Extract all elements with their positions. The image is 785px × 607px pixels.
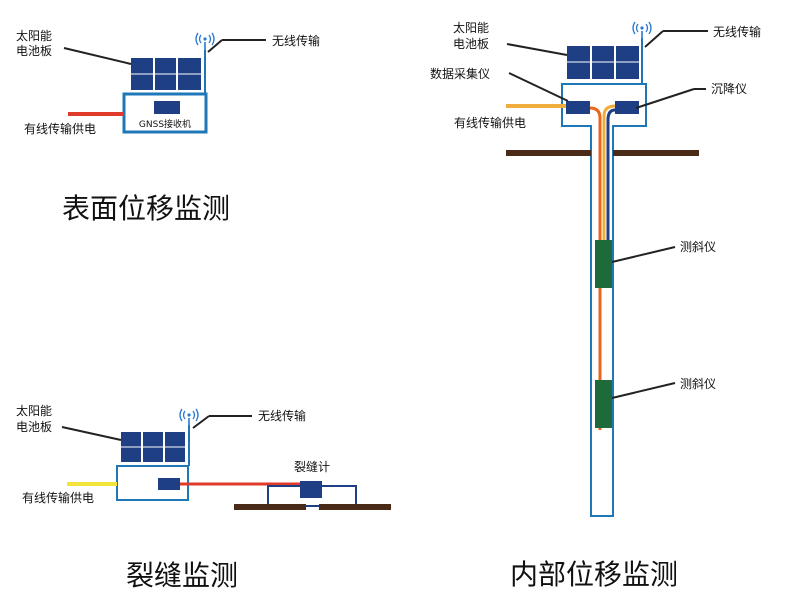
gnss-receiver-label: GNSS接收机 <box>139 118 191 130</box>
crack-monitoring: 裂缝计 太阳能 电池板 无线传输 有线传输供电 裂缝监测 <box>16 403 391 592</box>
inclinometer-label-2: 测斜仪 <box>680 377 716 391</box>
internal-wired-label: 有线传输供电 <box>454 115 526 130</box>
crack-antenna-icon <box>179 408 199 427</box>
surface-antenna-icon <box>195 32 215 51</box>
crack-solar-label-line1: 太阳能 <box>16 403 52 418</box>
navy-cable <box>606 108 616 280</box>
collector-label: 数据采集仪 <box>430 66 490 81</box>
surface-monitoring: GNSS接收机 太阳能 电池板 无线传输 有线传输供电 表面位移监测 <box>16 28 320 225</box>
internal-solar-label-line2: 电池板 <box>453 37 489 51</box>
crack-meter <box>300 481 322 498</box>
surface-wired-label: 有线传输供电 <box>24 121 96 136</box>
crack-wireless-label: 无线传输 <box>258 408 306 423</box>
data-collector <box>566 101 590 114</box>
settlement-gauge <box>615 101 639 114</box>
orange-cable <box>589 106 602 430</box>
crack-meter-label: 裂缝计 <box>294 459 330 474</box>
borehole-outline <box>561 83 647 517</box>
yellow-cable <box>602 104 616 240</box>
internal-solar-label-line1: 太阳能 <box>453 20 489 35</box>
internal-title: 内部位移监测 <box>510 558 678 591</box>
surface-solar-label-line1: 太阳能 <box>16 28 52 43</box>
inclinometer-2 <box>595 380 612 428</box>
inclinometer-1 <box>595 240 612 288</box>
surface-solar-label-line2: 电池板 <box>16 44 52 58</box>
inclinometer-label-1: 测斜仪 <box>680 240 716 254</box>
settlement-label: 沉降仪 <box>711 82 747 96</box>
internal-wireless-label: 无线传输 <box>713 24 761 39</box>
crack-title: 裂缝监测 <box>126 559 238 592</box>
internal-monitoring: 太阳能 电池板 无线传输 数据采集仪 有线传输供电 沉降仪 测斜仪 测斜仪 内部… <box>430 20 761 591</box>
internal-antenna-icon <box>632 21 652 40</box>
surface-title: 表面位移监测 <box>62 192 230 225</box>
crack-wired-label: 有线传输供电 <box>22 490 94 505</box>
surface-wireless-label: 无线传输 <box>272 33 320 48</box>
crack-solar-label-line2: 电池板 <box>16 420 52 434</box>
